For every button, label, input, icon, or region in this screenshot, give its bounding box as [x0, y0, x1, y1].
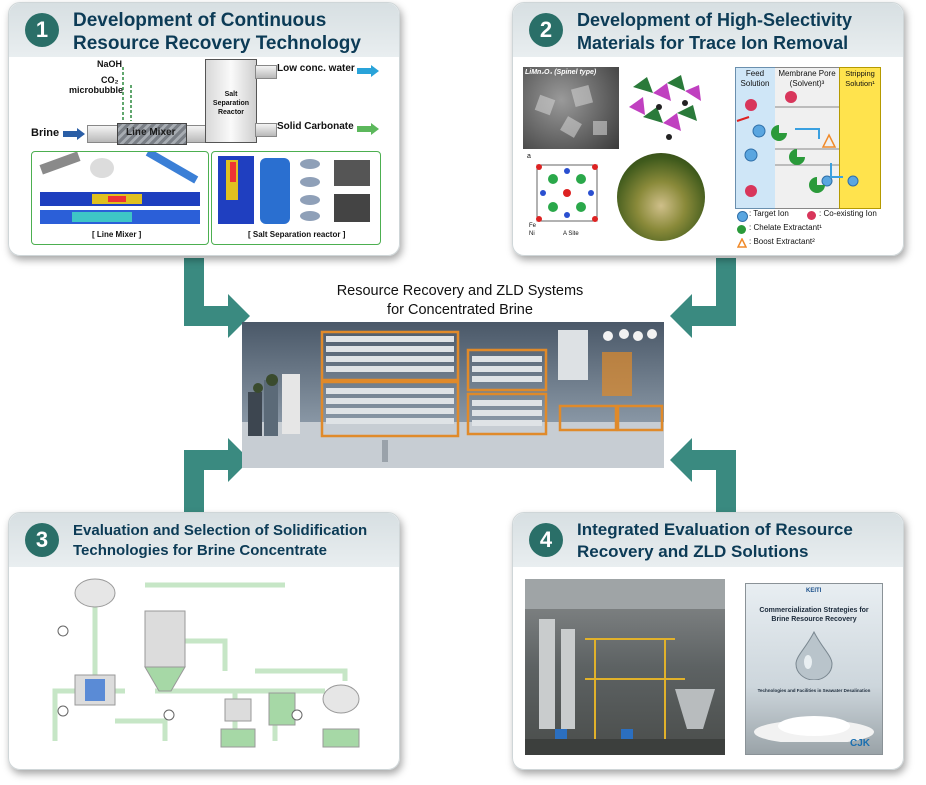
panel3-title: Evaluation and Selection of Solidificati…: [73, 521, 367, 561]
line-mixer-simulation-image: [39, 148, 200, 224]
legend-chelate-icon: [737, 225, 746, 234]
center-title: Resource Recovery and ZLD Systems for Co…: [240, 282, 680, 320]
low-conc-arrow: [357, 65, 379, 77]
brine-label: Brine: [31, 127, 60, 139]
line-mixer-caption: [ Line Mixer ]: [92, 230, 142, 239]
arrow-panel3-to-center: [176, 430, 256, 520]
legend-coexisting: : Co-existing Ion: [819, 209, 877, 218]
panel2-title-line2: Materials for Trace Ion Removal: [577, 33, 849, 53]
legend-target-ion-icon: [737, 211, 748, 222]
panel4-number-badge: 4: [529, 523, 563, 557]
legend-chelate: : Chelate Extractant¹: [749, 223, 822, 232]
line-mixer-simulation-box: [ Line Mixer ]: [31, 148, 209, 245]
reactor-label-3: Reactor: [217, 109, 245, 116]
salt-separation-reactor: Salt Separation Reactor: [205, 59, 257, 143]
panel4-header: [513, 513, 903, 567]
solid-carbonate-pipe: [255, 123, 277, 137]
panel3-header: [9, 513, 399, 567]
salt-pile: [754, 716, 874, 742]
panel3-number-badge: 3: [25, 523, 59, 557]
cover-brand: CJK: [850, 738, 871, 749]
sem-image: LiMn₂O₄ (Spinel type): [523, 67, 619, 149]
line-mixer-label: Line Mixer: [126, 127, 176, 138]
panel1-number-badge: 1: [25, 13, 59, 47]
panel2-number-badge: 2: [529, 13, 563, 47]
reactor-simulation-image: [218, 156, 370, 224]
membrane-process-illustration: [736, 91, 859, 197]
naoh-label: NaOH: [97, 59, 123, 69]
low-conc-label: Low conc. water: [277, 63, 355, 74]
membrane-label: Membrane Pore (Solvent)³: [778, 69, 836, 88]
legend-target-ion: : Target Ion: [749, 209, 789, 218]
report-cover: KEITI Commercialization Strategies for B…: [745, 583, 883, 755]
reactor-label-1: Salt: [224, 91, 238, 98]
panel4-title-line1: Integrated Evaluation of Resource: [577, 520, 853, 539]
arrow-panel2-to-center: [664, 258, 744, 348]
panel2-title: Development of High-Selectivity Material…: [577, 9, 852, 55]
panel1-header: [9, 3, 399, 57]
solidification-process-diagram: [52, 578, 360, 748]
panel-continuous-recovery: 1 Development of Continuous Resource Rec…: [8, 2, 400, 256]
cover-logo: KEITI: [806, 588, 822, 594]
reactor-label-2: Separation: [212, 100, 250, 107]
arrow-panel1-to-center: [176, 258, 256, 348]
zld-plant-3d-render: [242, 322, 664, 468]
microbubble-label: microbubble: [69, 85, 124, 95]
pilot-plant-photo: [525, 579, 725, 755]
co2-label: CO₂: [101, 75, 119, 85]
stripping-label: Stripping Solution¹: [845, 69, 875, 88]
stripping-zone: [839, 67, 881, 209]
water-drop-icon: [795, 630, 833, 680]
panel-high-selectivity: 2 Development of High-Selectivity Materi…: [512, 2, 904, 256]
panel4-title: Integrated Evaluation of Resource Recove…: [577, 519, 853, 563]
panel3-title-line1: Evaluation and Selection of Solidificati…: [73, 522, 368, 539]
legend-fe: Fe: [529, 223, 537, 229]
legend-boost: : Boost Extractant²: [749, 237, 815, 246]
cover-title-line2: Brine Resource Recovery: [771, 616, 857, 623]
legend-asite: A Site: [563, 231, 579, 237]
panel3-title-line2: Technologies for Brine Concentrate: [73, 542, 327, 559]
reactor-simulation-box: [ Salt Separation reactor ]: [211, 151, 381, 245]
crystal-photo: [617, 153, 705, 241]
panel-integrated-evaluation: 4 Integrated Evaluation of Resource Reco…: [512, 512, 904, 770]
panel1-title-line2: Resource Recovery Technology: [73, 33, 361, 54]
low-conc-pipe: [255, 65, 277, 79]
center-title-line2: for Concentrated Brine: [387, 302, 533, 318]
crystal-structure-image: [623, 67, 711, 149]
arrow-panel4-to-center: [664, 430, 744, 520]
sem-label: LiMn₂O₄ (Spinel type): [525, 69, 597, 76]
solid-carbonate-arrow: [357, 123, 379, 135]
cover-subtitle: Technologies and Facilities in Seawater …: [757, 688, 871, 693]
cover-title-line1: Commercialization Strategies for: [759, 607, 869, 614]
line-mixer: Line Mixer: [117, 123, 187, 145]
panel1-title-line1: Development of Continuous: [73, 10, 327, 31]
center-title-line1: Resource Recovery and ZLD Systems: [336, 283, 584, 299]
feed-label: Feed Solution: [740, 69, 770, 88]
unit-cell-a-label: a: [527, 153, 531, 160]
feed-solution-zone: [735, 67, 777, 209]
legend-boost-icon: [737, 238, 747, 248]
legend-ni: Ni: [529, 231, 535, 237]
legend-coexisting-icon: [807, 211, 816, 220]
dosing-lines: [122, 67, 132, 121]
brine-arrow: [63, 128, 85, 140]
panel2-header: [513, 3, 903, 57]
panel1-title: Development of Continuous Resource Recov…: [73, 9, 361, 55]
solid-carbonate-label: Solid Carbonate: [277, 121, 354, 132]
reactor-caption: [ Salt Separation reactor ]: [248, 230, 346, 239]
unit-cell-image: a Fe Ni A Site: [523, 153, 619, 243]
panel4-title-line2: Recovery and ZLD Solutions: [577, 542, 809, 561]
panel2-title-line1: Development of High-Selectivity: [577, 10, 853, 30]
panel-solidification: 3 Evaluation and Selection of Solidifica…: [8, 512, 400, 770]
